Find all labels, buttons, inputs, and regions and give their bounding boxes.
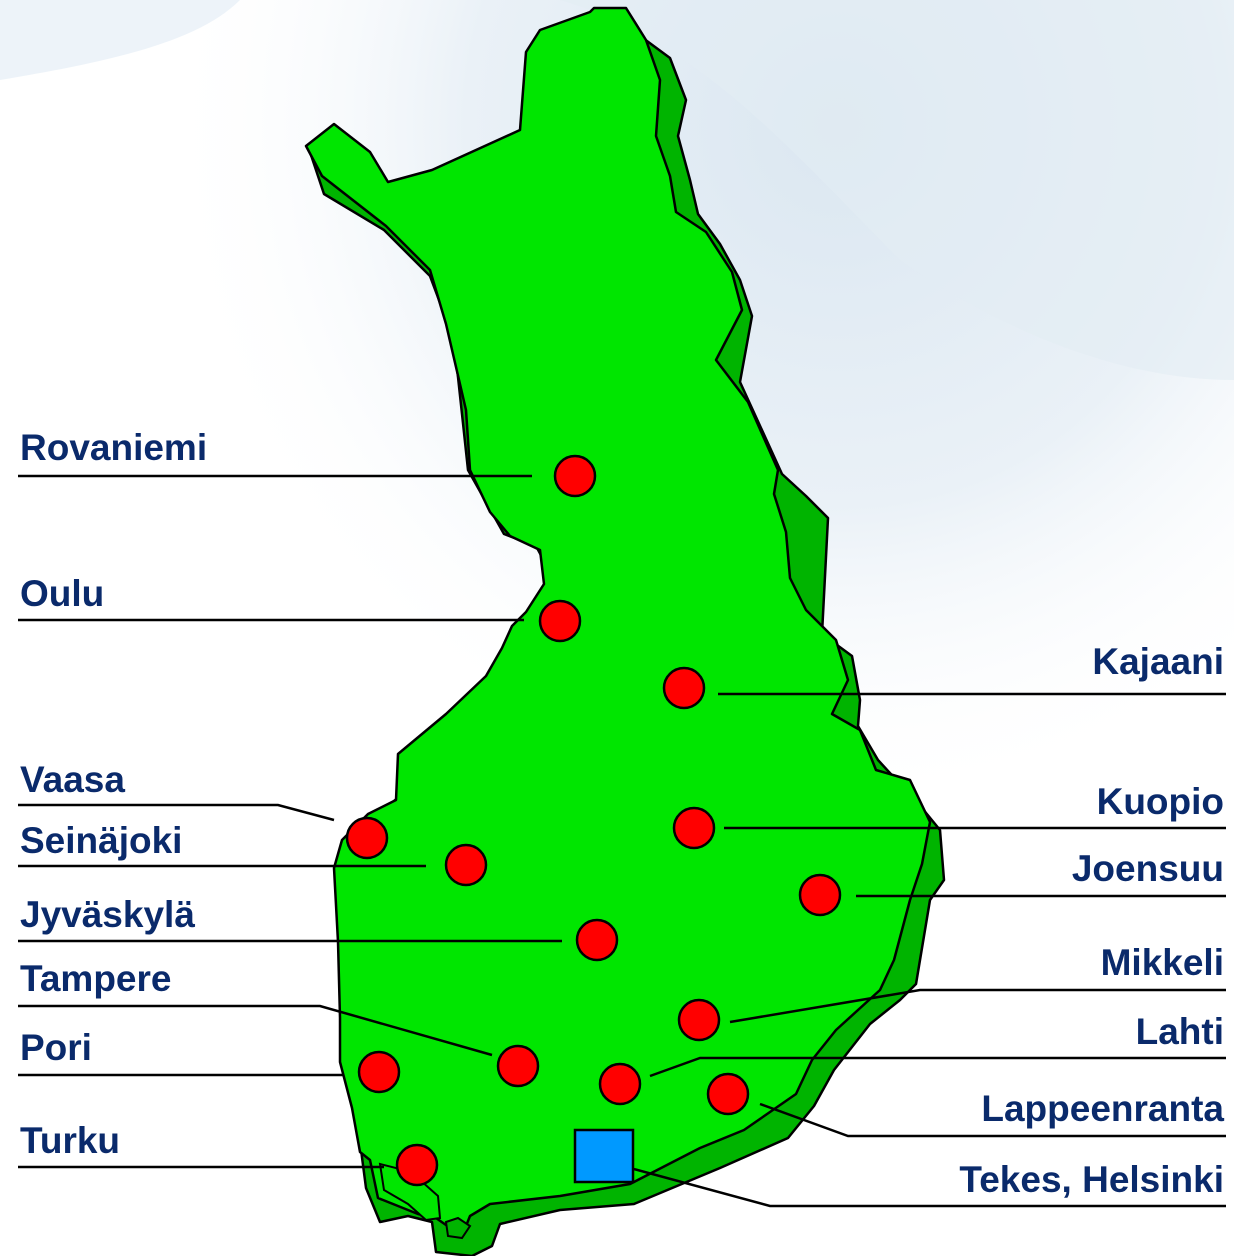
label-seinajoki: Seinäjoki xyxy=(20,820,182,861)
label-turku: Turku xyxy=(20,1120,120,1161)
label-kuopio: Kuopio xyxy=(1097,781,1224,822)
label-joensuu: Joensuu xyxy=(1072,848,1224,889)
label-vaasa: Vaasa xyxy=(20,759,125,800)
marker-kuopio[interactable] xyxy=(672,806,716,850)
leader-lahti xyxy=(649,1056,1226,1078)
label-lahti: Lahti xyxy=(1136,1011,1224,1052)
finland-island xyxy=(444,1216,472,1240)
background-cloud xyxy=(560,0,1234,380)
marker-helsinki-hq[interactable] xyxy=(573,1128,635,1184)
marker-rovaniemi[interactable] xyxy=(553,454,597,498)
leader-tampere xyxy=(18,1004,493,1057)
label-lappeenranta: Lappeenranta xyxy=(981,1088,1224,1129)
label-jyvaskyla: Jyväskylä xyxy=(20,894,195,935)
leader-mikkeli xyxy=(729,988,1226,1024)
city-markers xyxy=(345,454,842,1187)
label-rovaniemi: Rovaniemi xyxy=(20,427,207,468)
marker-oulu[interactable] xyxy=(538,599,582,643)
marker-vaasa[interactable] xyxy=(345,816,389,860)
leader-lappeenranta xyxy=(759,1102,1226,1138)
label-pori: Pori xyxy=(20,1027,92,1068)
marker-pori[interactable] xyxy=(357,1050,401,1094)
marker-mikkeli[interactable] xyxy=(677,998,721,1042)
label-kajaani: Kajaani xyxy=(1092,641,1224,682)
marker-kajaani[interactable] xyxy=(662,666,706,710)
marker-turku[interactable] xyxy=(395,1143,439,1187)
marker-seinajoki[interactable] xyxy=(444,843,488,887)
marker-lappeenranta[interactable] xyxy=(706,1072,750,1116)
city-labels: Rovaniemi Oulu Kajaani Vaasa Seinäjoki K… xyxy=(20,427,1224,1200)
marker-joensuu[interactable] xyxy=(798,873,842,917)
label-oulu: Oulu xyxy=(20,573,104,614)
label-tampere: Tampere xyxy=(20,958,172,999)
leader-vaasa xyxy=(18,803,335,822)
leader-helsinki xyxy=(629,1166,1226,1208)
leader-lines xyxy=(18,474,1226,1208)
finland-shape xyxy=(304,6,932,1234)
background-cloud-left xyxy=(0,0,240,80)
label-mikkeli: Mikkeli xyxy=(1101,942,1224,983)
marker-jyvaskyla[interactable] xyxy=(575,918,619,962)
marker-lahti[interactable] xyxy=(598,1062,642,1106)
marker-tampere[interactable] xyxy=(496,1044,540,1088)
label-helsinki: Tekes, Helsinki xyxy=(959,1159,1224,1200)
